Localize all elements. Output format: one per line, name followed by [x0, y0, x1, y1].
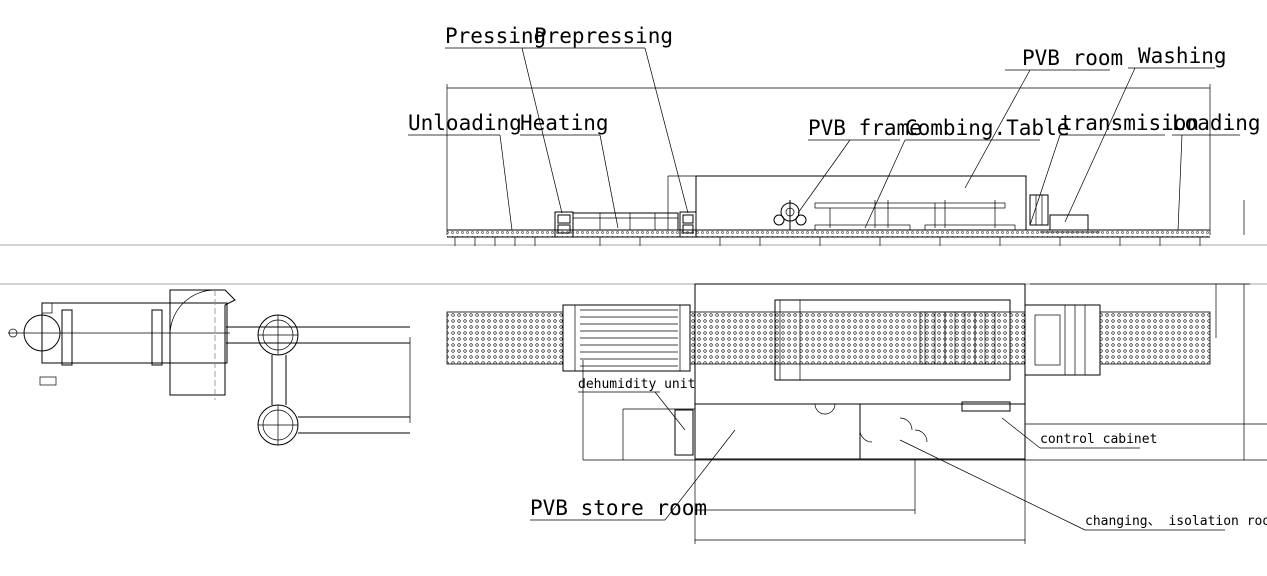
label-transmision: transmision: [1060, 111, 1199, 135]
unloading-station: [8, 289, 236, 400]
labels: Pressing Prepressing PVB room Washing Un…: [408, 24, 1267, 529]
control-cabinet-box: [961, 401, 1011, 412]
combing-table-frames: [814, 200, 1016, 231]
conveyor-legs: [454, 237, 1201, 246]
label-heating: Heating: [520, 111, 609, 135]
elevation-view: [0, 84, 1267, 246]
rotating-tables: [226, 314, 411, 446]
dehumidity-unit-box: [674, 409, 694, 456]
label-pvb-store-room: PVB store room: [530, 496, 707, 520]
label-pvb-room: PVB room: [1022, 46, 1123, 70]
leader-lines: [408, 47, 1240, 531]
label-washing: Washing: [1138, 44, 1227, 68]
label-prepressing: Prepressing: [534, 24, 673, 48]
plan-view: [0, 283, 1267, 544]
label-unloading: Unloading: [408, 111, 522, 135]
label-combing-table: Combing.Table: [905, 116, 1069, 140]
label-control-cabinet: control cabinet: [1040, 432, 1157, 447]
label-loading: Loading: [1172, 111, 1261, 135]
label-pvb-frame: PVB frame: [808, 116, 922, 140]
label-changing-isolation-room: changing、 isolation room: [1085, 514, 1267, 529]
heating-oven: [572, 212, 679, 231]
pvb-frame-unit: [773, 200, 807, 230]
plan-store-room: [694, 403, 861, 460]
washing-machine: [1029, 194, 1100, 233]
label-dehumidity-unit: dehumidity unit: [578, 377, 695, 392]
label-pressing: Pressing: [445, 24, 546, 48]
plan-washing-unit: [1024, 304, 1101, 376]
